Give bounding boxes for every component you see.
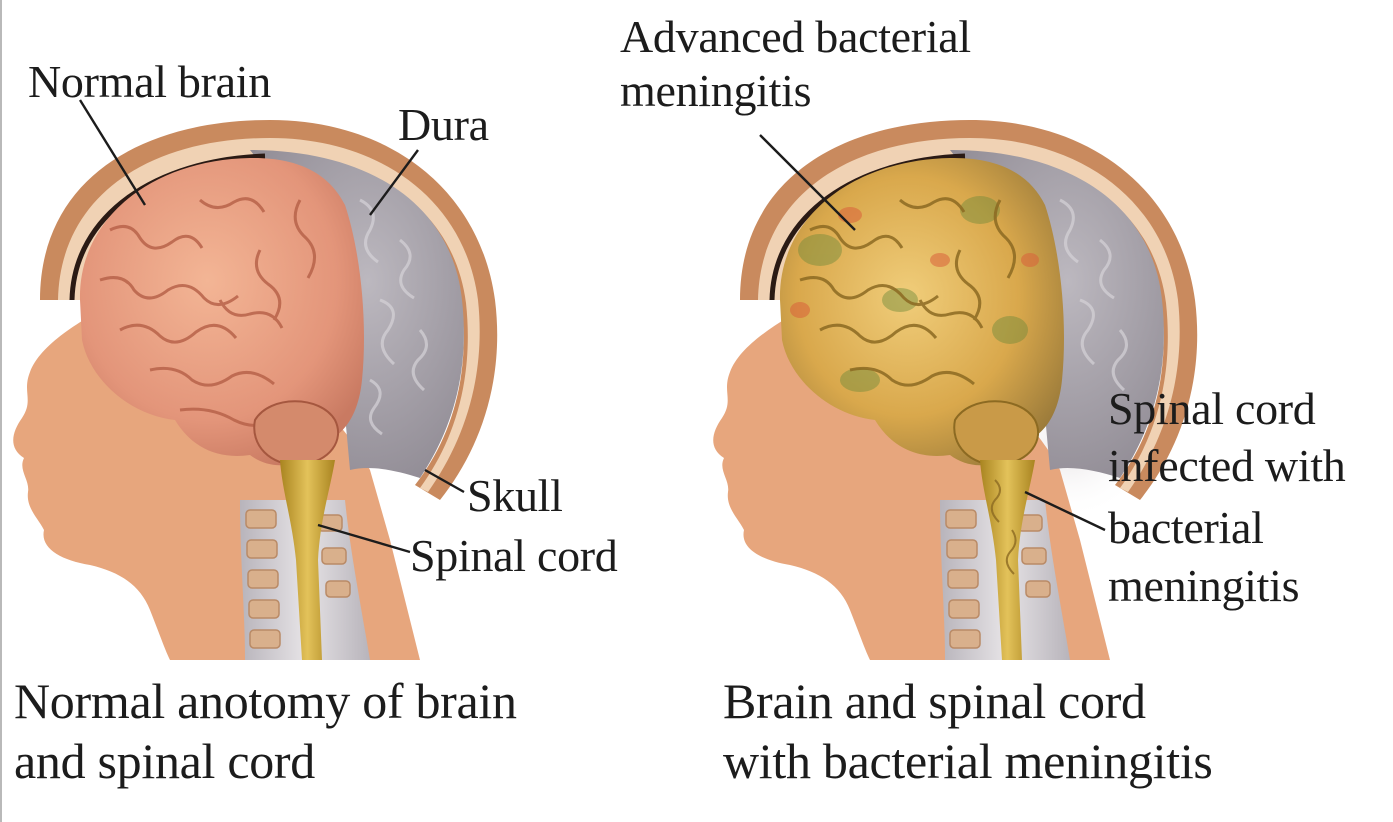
label-dura: Dura xyxy=(398,100,489,150)
label-infected-line4: meningitis xyxy=(1108,561,1299,611)
label-infected-line3: bacterial xyxy=(1108,503,1264,553)
left-cerebellum xyxy=(254,401,338,465)
label-infected-line1: Spinal cord xyxy=(1108,384,1316,434)
caption-right-line1: Brain and spinal cord xyxy=(723,673,1146,729)
caption-left-line2: and spinal cord xyxy=(14,733,315,789)
right-cerebellum xyxy=(954,401,1038,465)
caption-right-line2: with bacterial meningitis xyxy=(723,733,1213,789)
label-skull: Skull xyxy=(467,471,563,521)
label-advanced-line2: meningitis xyxy=(620,66,811,116)
label-spinal-cord: Spinal cord xyxy=(410,531,618,581)
caption-left-line1: Normal anotomy of brain xyxy=(14,673,517,729)
label-advanced-line1: Advanced bacterial xyxy=(620,12,971,62)
label-infected-line2: infected with xyxy=(1108,441,1346,491)
label-normal-brain: Normal brain xyxy=(28,57,271,107)
